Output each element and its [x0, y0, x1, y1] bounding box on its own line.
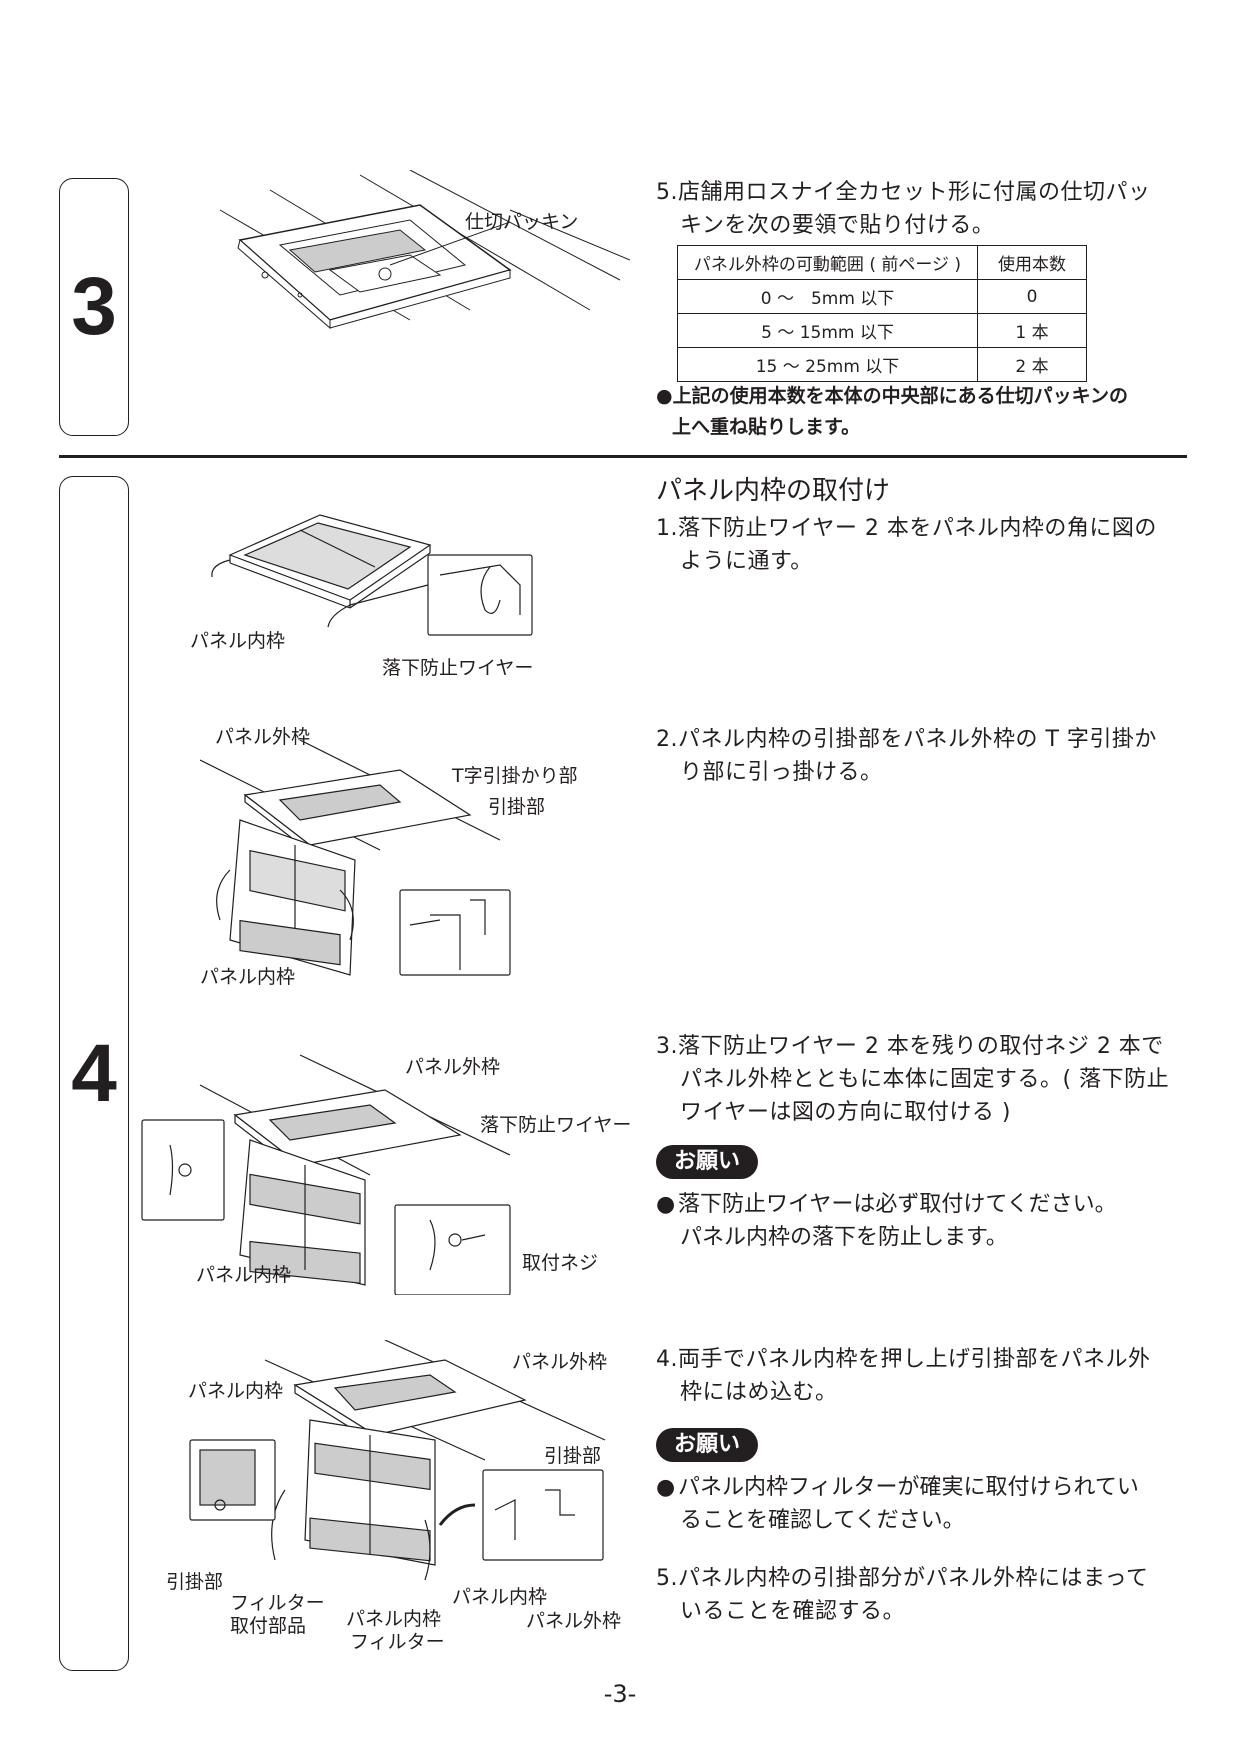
step4-label-inner-frame-bottom: パネル内枠 [452, 1586, 548, 1608]
page-number: -3- [603, 1680, 637, 1708]
step4-label-filter-part2: 取付部品 [230, 1615, 307, 1637]
step4-label-inner-frame: パネル内枠 [188, 1380, 284, 1402]
step4-label-filter-part1: フィルター [230, 1592, 325, 1614]
table-cell-range: 0 ～ 5mm 以下 [677, 279, 978, 314]
step3-request-badge: お願い [656, 1145, 759, 1179]
section3-note-line1: ●上記の使用本数を本体の中央部にある仕切パッキンの [656, 385, 1129, 407]
step1-line2: ように通す。 [680, 549, 813, 574]
step4-request-badge: お願い [656, 1428, 759, 1462]
step3-bullet: ●落下防止ワイヤーは必ず取付けてください。 パネル内枠の落下を防止します。 [656, 1188, 1196, 1254]
step3-num: 3. [656, 1034, 678, 1059]
table-cell-count: 2 本 [977, 347, 1087, 382]
step2-label-outer-frame: パネル外枠 [215, 726, 311, 748]
bullet-dot: ● [656, 1475, 676, 1500]
step4-line2: 枠にはめ込む。 [680, 1380, 838, 1405]
step-number-3: 3 [71, 261, 117, 352]
table-row: 15 ～ 25mm 以下 2 本 [677, 347, 1087, 382]
step2-label-t-hook: T字引掛かり部 [452, 765, 578, 787]
step4-label-outer-frame: パネル外枠 [512, 1351, 608, 1373]
section3-instruction-num: 5. [656, 180, 678, 205]
step4-label-outer-frame-bottom: パネル外枠 [526, 1610, 622, 1632]
step3-line2: パネル外枠とともに本体に固定する。( 落下防止 [680, 1067, 1170, 1092]
step4-bullet-line2: ることを確認してください。 [680, 1508, 965, 1533]
table-row: 5 ～ 15mm 以下 1 本 [677, 313, 1087, 348]
table-cell-range: 5 ～ 15mm 以下 [677, 313, 978, 348]
step3-label-screw: 取付ネジ [522, 1252, 599, 1274]
hook-drawing [200, 740, 511, 976]
section3-note-line2: 上へ重ね貼りします。 [672, 416, 861, 438]
step3-label-inner-frame: パネル内枠 [196, 1264, 292, 1286]
step1-label-inner-frame: パネル内枠 [190, 630, 286, 652]
step3-line1: 落下防止ワイヤー 2 本を残りの取付ネジ 2 本で [678, 1034, 1164, 1059]
step5-line1: パネル内枠の引掛部分がパネル外枠にはまって [678, 1566, 1149, 1591]
step4-bullet-line1: パネル内枠フィルターが確実に取付けられてい [678, 1475, 1139, 1500]
table-header-count: 使用本数 [977, 245, 1087, 280]
step5-num: 5. [656, 1566, 678, 1591]
step3-line3: ワイヤーは図の方向に取付ける ) [680, 1100, 1011, 1125]
step4-bullet: ●パネル内枠フィルターが確実に取付けられてい ることを確認してください。 [656, 1471, 1196, 1537]
step4-num: 4. [656, 1347, 678, 1372]
figure-step1 [200, 505, 540, 645]
step2-num: 2. [656, 727, 678, 752]
step2-line2: り部に引っ掛ける。 [680, 760, 883, 785]
step-tab-3: 3 [59, 178, 129, 436]
figure-step4 [185, 1340, 615, 1600]
table-header-row: パネル外枠の可動範囲 ( 前ページ ) 使用本数 [677, 245, 1087, 280]
figure-partition-packing [210, 170, 630, 360]
step1-instruction: 1.落下防止ワイヤー 2 本をパネル内枠の角に図の ように通す。 [656, 512, 1196, 578]
table-header-range: パネル外枠の可動範囲 ( 前ページ ) [677, 245, 978, 280]
step4-label-inner-filter1: パネル内枠 [346, 1608, 442, 1630]
table-cell-range: 15 ～ 25mm 以下 [677, 347, 978, 382]
packing-count-table: パネル外枠の可動範囲 ( 前ページ ) 使用本数 0 ～ 5mm 以下 0 5 … [677, 245, 1087, 382]
step3-label-outer-frame: パネル外枠 [405, 1056, 501, 1078]
step4-label-inner-filter2: フィルター [350, 1631, 445, 1653]
step1-label-wire: 落下防止ワイヤー [382, 657, 534, 679]
section3-instruction-line2: キンを次の要領で貼り付ける。 [680, 213, 995, 238]
figure-step3 [140, 1045, 520, 1295]
step2-label-hook: 引掛部 [488, 796, 546, 818]
step1-line1: 落下防止ワイヤー 2 本をパネル内枠の角に図の [678, 516, 1157, 541]
table-cell-count: 1 本 [977, 313, 1087, 348]
step4-instruction: 4.両手でパネル内枠を押し上げ引掛部をパネル外 枠にはめ込む。 [656, 1343, 1196, 1409]
section3-instruction-line1: 店舗用ロスナイ全カセット形に付属の仕切パッ [678, 180, 1151, 205]
step2-label-inner-frame: パネル内枠 [200, 966, 296, 988]
section3-note: ●上記の使用本数を本体の中央部にある仕切パッキンの 上へ重ね貼りします。 [656, 381, 1128, 443]
step4-label-hook-right: 引掛部 [544, 1445, 602, 1467]
push-up-drawing [189, 1340, 606, 1581]
step4-line1: 両手でパネル内枠を押し上げ引掛部をパネル外 [678, 1347, 1151, 1372]
step3-label-wire: 落下防止ワイヤー [480, 1114, 632, 1136]
step2-line1: パネル内枠の引掛部をパネル外枠の T 字引掛か [678, 727, 1157, 752]
step-tab-4: 4 [59, 476, 129, 1671]
figure-step2 [200, 740, 520, 980]
section4-heading: パネル内枠の取付け [656, 476, 891, 506]
step3-bullet-line1: 落下防止ワイヤーは必ず取付けてください。 [678, 1192, 1117, 1217]
step5-line2: いることを確認する。 [680, 1599, 906, 1624]
step-number-4: 4 [71, 1027, 117, 1119]
ceiling-unit-drawing [219, 170, 630, 330]
label-partition-packing: 仕切パッキン [465, 211, 579, 233]
inner-frame-wire-drawing [211, 514, 533, 636]
section-divider [59, 455, 1187, 458]
step1-num: 1. [656, 516, 678, 541]
table-cell-count: 0 [977, 279, 1087, 314]
step4-label-hook-left: 引掛部 [166, 1571, 224, 1593]
section3-instruction: 5.店舗用ロスナイ全カセット形に付属の仕切パッ キンを次の要領で貼り付ける。 [656, 176, 1196, 242]
step3-instruction: 3.落下防止ワイヤー 2 本を残りの取付ネジ 2 本で パネル外枠とともに本体に… [656, 1030, 1196, 1129]
step3-bullet-line2: パネル内枠の落下を防止します。 [680, 1225, 1008, 1250]
step5-instruction: 5.パネル内枠の引掛部分がパネル外枠にはまって いることを確認する。 [656, 1562, 1196, 1628]
wire-fixing-drawing [141, 1054, 511, 1295]
bullet-dot: ● [656, 1192, 676, 1217]
table-row: 0 ～ 5mm 以下 0 [677, 279, 1087, 314]
step2-instruction: 2.パネル内枠の引掛部をパネル外枠の T 字引掛か り部に引っ掛ける。 [656, 723, 1196, 789]
